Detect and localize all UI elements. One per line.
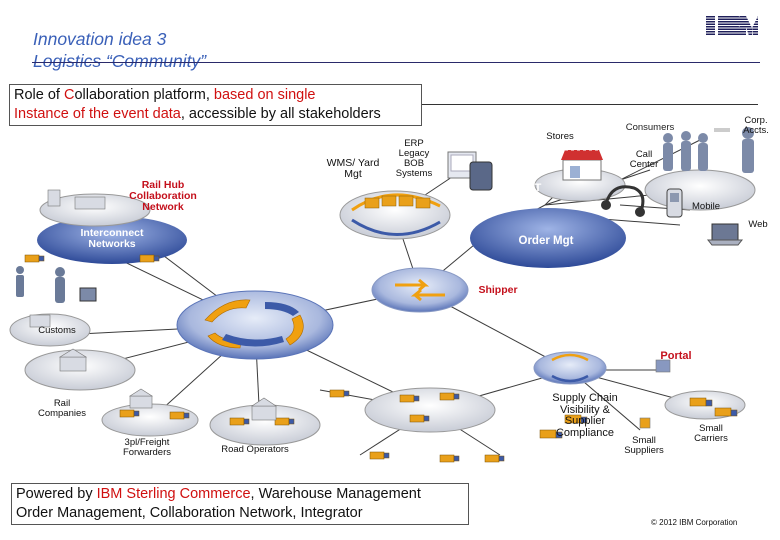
- role-text-2: C: [63, 87, 75, 103]
- label-call-center: Call Center: [629, 149, 659, 170]
- role-text-3: ollaboration platform,: [74, 87, 214, 103]
- title-line-2: Logistics “Community”: [33, 51, 207, 71]
- label-customs: Customs: [38, 325, 76, 336]
- central-hub: [176, 290, 334, 360]
- label-mobile: Mobile: [692, 201, 720, 212]
- label-interconnect: Interconnect Networks: [80, 227, 144, 250]
- powered-text-4: Order Management, Collaboration Network,…: [16, 505, 363, 521]
- label-erp: ERP Legacy BOB Systems: [395, 138, 433, 179]
- role-callout: Role of Collaboration platform, based on…: [9, 84, 422, 126]
- powered-text-3: , Warehouse Management: [250, 486, 421, 502]
- label-forwarders: 3pl/Freight Forwarders: [122, 437, 172, 458]
- label-wms: WMS/ Yard Mgt: [326, 157, 380, 180]
- slide-title: Innovation idea 3 Logistics “Community”: [33, 28, 206, 72]
- label-road-operators: Road Operators: [221, 444, 289, 455]
- role-text-5: Instance of the event data: [14, 106, 181, 122]
- store-building: [561, 149, 603, 181]
- label-small-suppliers: Small Suppliers: [624, 435, 664, 456]
- label-small-carriers: Small Carriers: [694, 423, 728, 444]
- role-text-4: based on single: [213, 87, 316, 103]
- label-portal: Portal: [660, 350, 692, 362]
- label-mft: MFT: [518, 182, 542, 194]
- title-line-1: Innovation idea 3: [33, 29, 167, 49]
- people-group: [663, 127, 754, 173]
- order-mgt-disc: [470, 208, 626, 268]
- trucks: [24, 254, 738, 463]
- powered-by-callout: Powered by IBM Sterling Commerce, Wareho…: [11, 483, 469, 525]
- label-stores: Stores: [546, 131, 574, 142]
- label-web: Web: [748, 219, 768, 230]
- copyright: © 2012 IBM Corporation: [651, 518, 738, 527]
- label-consumers: Consumers: [625, 122, 675, 133]
- powered-text-1: Powered by: [16, 486, 97, 502]
- label-rail-companies: Rail Companies: [37, 398, 87, 419]
- label-supply-chain: Supply Chain Visibility & Supplier Compl…: [552, 392, 618, 439]
- ibm-logo: [706, 16, 758, 36]
- buildings: [29, 189, 671, 429]
- role-text-6: , accessible by all stakeholders: [180, 106, 381, 122]
- label-shipper: Shipper: [478, 284, 518, 296]
- interconnect-disc: [37, 216, 187, 264]
- label-corp-accts: Corp. Accts.: [743, 115, 769, 136]
- label-order-mgt: Order Mgt: [518, 235, 574, 247]
- role-rule: [422, 104, 758, 105]
- header-rule: [32, 62, 760, 63]
- label-rail-hub: Rail Hub Collaboration Network: [129, 179, 197, 213]
- role-text-1: Role of: [14, 87, 64, 103]
- powered-text-2: IBM Sterling Commerce: [96, 486, 251, 502]
